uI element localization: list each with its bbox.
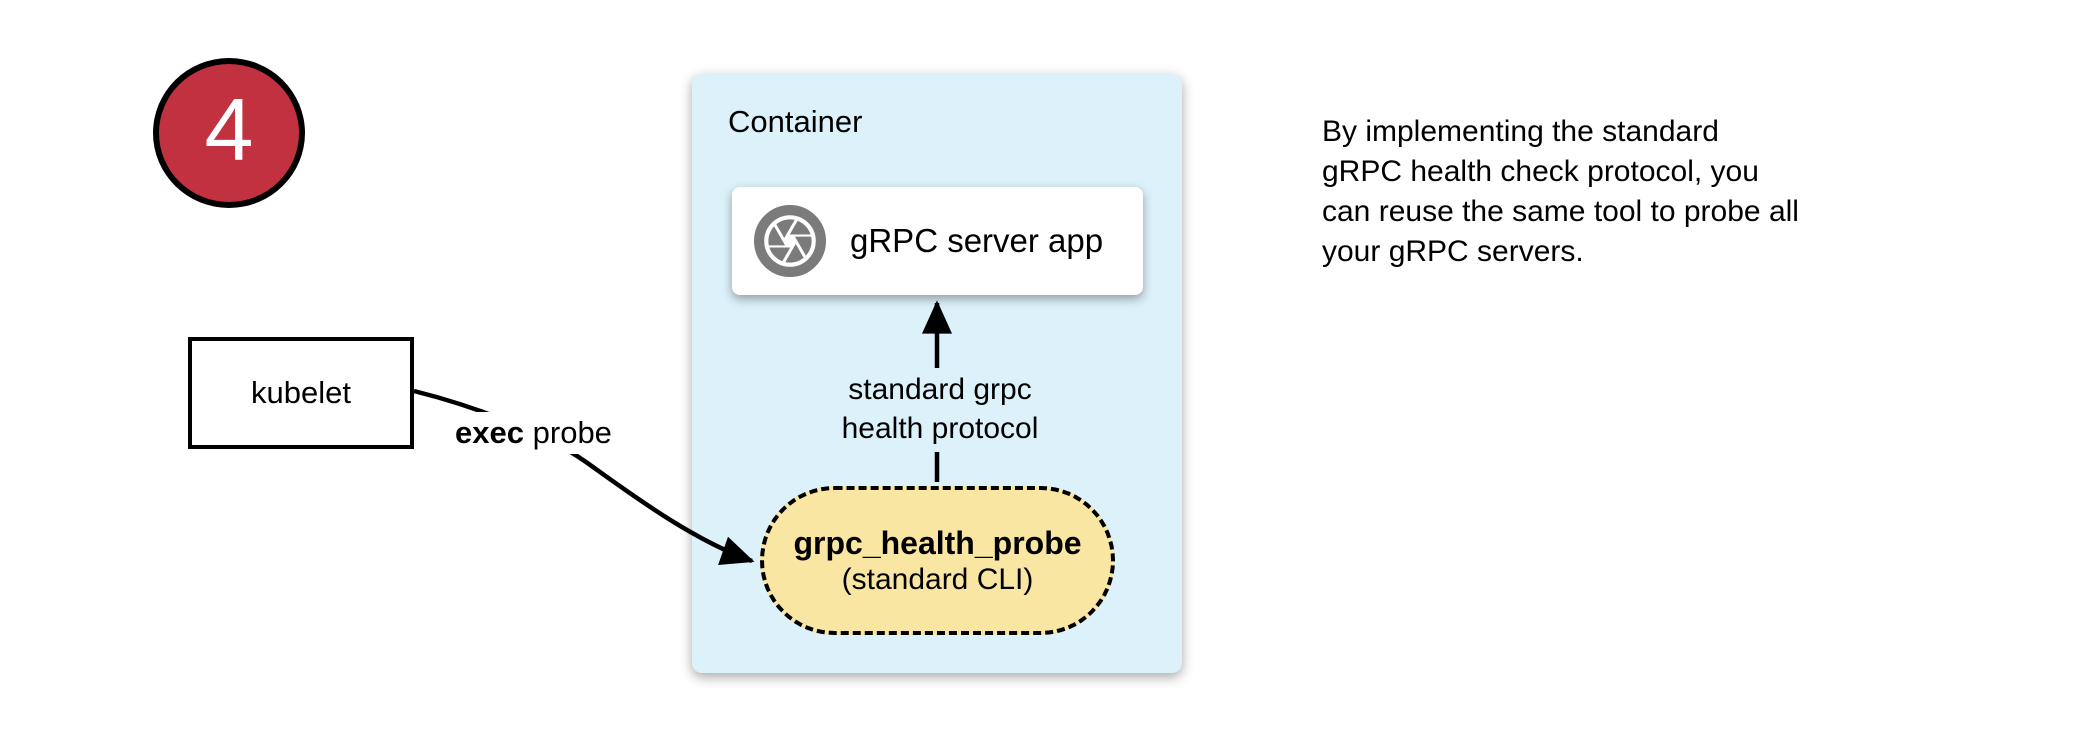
grpc-server-label: gRPC server app xyxy=(850,222,1104,259)
container-title: Container xyxy=(728,104,863,139)
container-node: Container gRPC server app standard grpc … xyxy=(692,74,1182,673)
step-number: 4 xyxy=(204,80,254,179)
aperture-icon xyxy=(753,204,827,278)
exec-probe-label-bold: exec xyxy=(455,415,524,450)
step-badge: 4 xyxy=(153,58,305,208)
grpc-server-node: gRPC server app xyxy=(732,187,1143,295)
kubelet-label: kubelet xyxy=(251,375,351,410)
annotation-text: By implementing the standard gRPC health… xyxy=(1322,112,1799,272)
annotation-line: your gRPC servers. xyxy=(1322,235,1584,268)
annotation-line: can reuse the same tool to probe all xyxy=(1322,195,1799,228)
annotation-line: gRPC health check protocol, you xyxy=(1322,155,1759,188)
probe-title: grpc_health_probe xyxy=(793,524,1082,561)
health-protocol-label: standard grpc health protocol xyxy=(790,370,1090,448)
kubelet-node: kubelet xyxy=(188,337,414,449)
probe-subtitle: (standard CLI) xyxy=(841,562,1034,596)
health-protocol-label-line1: standard grpc xyxy=(848,373,1032,406)
exec-probe-label-rest: probe xyxy=(532,415,612,450)
grpc-health-probe-node: grpc_health_probe (standard CLI) xyxy=(760,486,1115,635)
health-protocol-label-line2: health protocol xyxy=(841,412,1039,445)
annotation-line: By implementing the standard xyxy=(1322,115,1719,148)
